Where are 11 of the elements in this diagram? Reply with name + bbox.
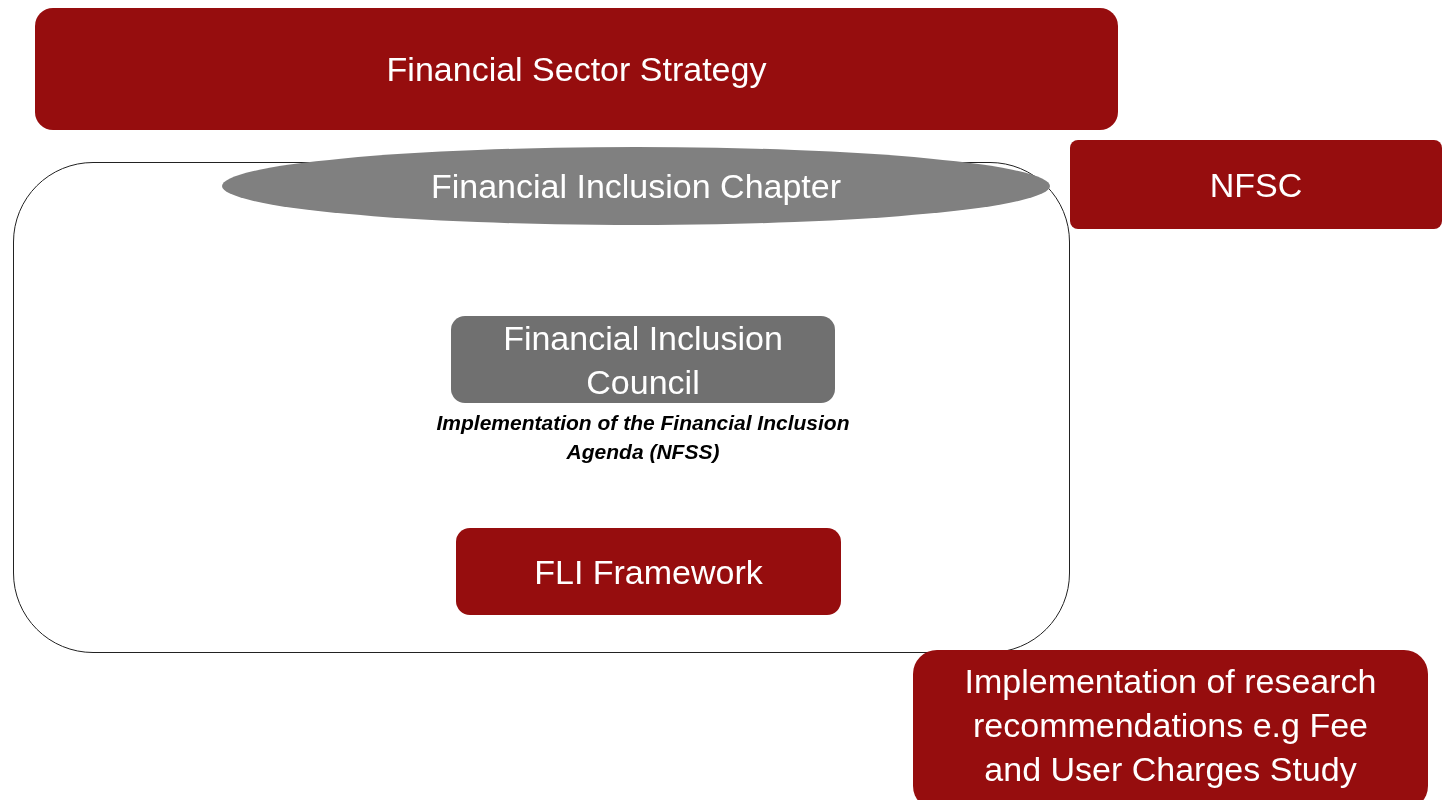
node-label: NFSC bbox=[1209, 164, 1303, 206]
process-box bbox=[456, 528, 841, 615]
process-box bbox=[35, 8, 1118, 130]
node-label: Financial Sector Strategy bbox=[386, 49, 767, 90]
node-label: Financial Inclusion Chapter bbox=[430, 166, 842, 207]
process-box bbox=[913, 650, 1428, 800]
node-label: Financial Inclusion Council bbox=[502, 317, 784, 403]
process-box bbox=[1070, 140, 1442, 229]
node-label: FLI Framework bbox=[534, 551, 763, 593]
caption-text: Implementation of the Financial Inclusion Agenda (NFSS) bbox=[435, 410, 851, 465]
node-label: Implementation of research recommendations e.g Fee and User Charges Study bbox=[963, 661, 1378, 790]
